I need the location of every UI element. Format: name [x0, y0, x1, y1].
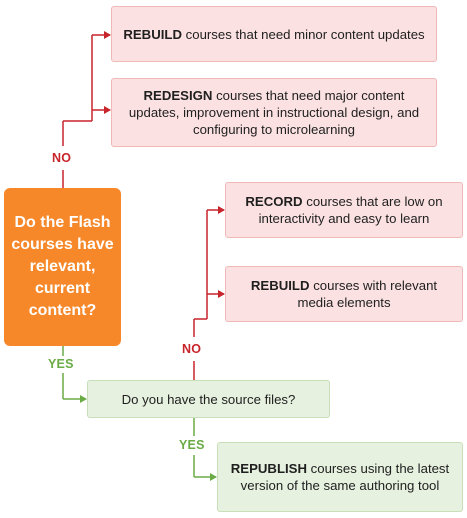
rebuild-media-box: REBUILD courses with relevant media elem… — [225, 266, 463, 322]
record-keyword: RECORD — [245, 194, 303, 209]
redesign-description: courses that need major content updates,… — [128, 88, 420, 137]
decision-box: Do the Flash courses have relevant, curr… — [4, 188, 121, 346]
rebuild-minor-description: courses that need minor content updates — [181, 26, 425, 42]
source-question-text: Do you have the source files? — [121, 391, 296, 407]
rebuild-minor-keyword: REBUILD — [123, 26, 182, 42]
top-no-label: NO — [52, 151, 72, 165]
redesign-box: REDESIGN courses that need major content… — [111, 78, 437, 147]
rebuild-media-text: REBUILD courses with relevant media elem… — [236, 277, 452, 311]
source-question-box: Do you have the source files? — [87, 380, 330, 418]
republish-keyword: REPUBLISH — [230, 461, 307, 476]
record-box: RECORD courses that are low on interacti… — [225, 182, 463, 238]
republish-box: REPUBLISH courses using the latest versi… — [217, 442, 463, 512]
rebuild-media-description: courses with relevant media elements — [297, 278, 438, 310]
rebuild-minor-box: REBUILD courses that need minor content … — [111, 6, 437, 62]
redesign-keyword: REDESIGN — [143, 88, 213, 103]
record-description: courses that are low on interactivity an… — [258, 194, 443, 226]
republish-text: REPUBLISH courses using the latest versi… — [228, 460, 452, 494]
rebuild-media-keyword: REBUILD — [250, 278, 310, 293]
record-text: RECORD courses that are low on interacti… — [236, 193, 452, 227]
redesign-text: REDESIGN courses that need major content… — [122, 87, 426, 138]
rebuild-minor-text: REBUILD courses that need minor content … — [123, 26, 424, 43]
middle-no-label: NO — [182, 342, 202, 356]
decision-text: Do the Flash courses have relevant, curr… — [11, 214, 114, 319]
republish-description: courses using the latest version of the … — [240, 461, 450, 493]
middle-yes-label: YES — [179, 438, 205, 452]
top-yes-label: YES — [48, 357, 74, 371]
